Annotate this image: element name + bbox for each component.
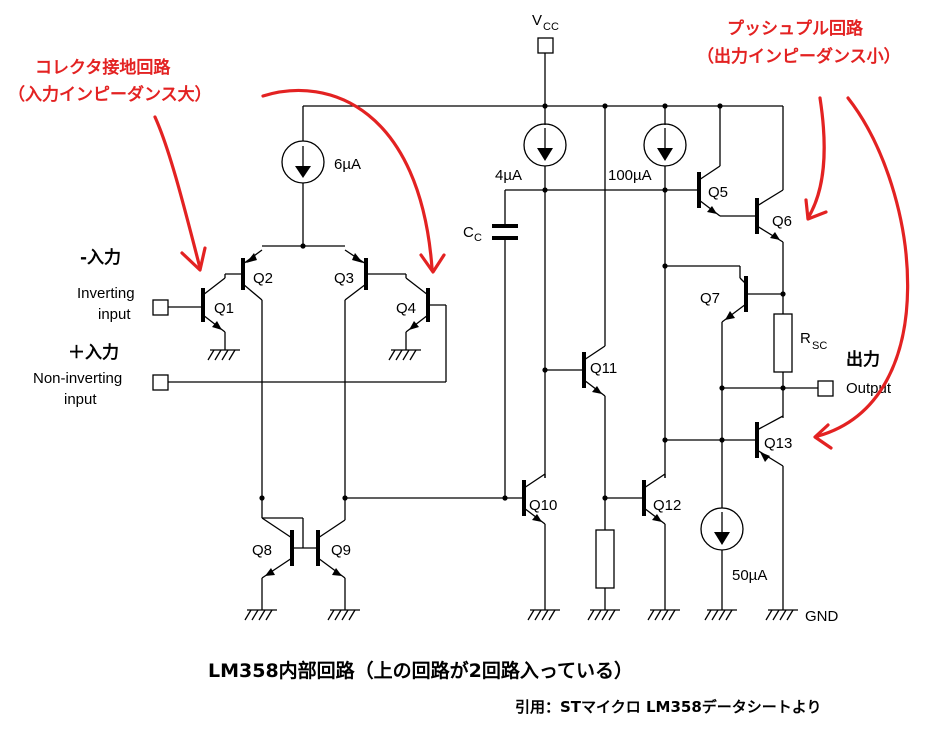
- transistor-q5: Q5: [697, 106, 757, 217]
- ground-q12: [647, 609, 680, 621]
- annotation-collector-title: コレクタ接地回路: [35, 57, 171, 78]
- current-source-100ua: 100µA: [608, 106, 687, 478]
- label-6ua: 6µA: [334, 156, 361, 173]
- transistor-q7: Q7: [662, 263, 786, 508]
- ground-q1: [207, 349, 240, 361]
- ground-q4: [388, 349, 421, 361]
- label-q10: Q10: [529, 497, 557, 514]
- annotation-collector-common: コレクタ接地回路 （入力インピーダンス大）: [8, 57, 446, 274]
- annotation-push-pull: プッシュプル回路 （出力インピーダンス小）: [697, 18, 910, 450]
- diagram-title: LM358内部回路（上の回路が2回路入っている）: [208, 659, 633, 682]
- q2-q3-emitter-node: [262, 243, 345, 249]
- annotation-arrowhead-q1: [180, 246, 207, 272]
- resistor-rsc: R SC: [773, 313, 827, 418]
- vcc-subscript: CC: [543, 21, 559, 33]
- output-jp-label: 出力: [846, 349, 880, 370]
- label-q2: Q2: [253, 270, 273, 287]
- annotation-arrowhead-q4: [419, 253, 446, 274]
- capacitor-cc: C C: [463, 190, 518, 501]
- label-4ua: 4µA: [495, 167, 522, 184]
- inverting-input: -入力 Inverting input: [77, 247, 203, 323]
- vcc-label: V: [532, 12, 542, 29]
- label-q13: Q13: [764, 435, 792, 452]
- label-q11: Q11: [590, 360, 617, 377]
- inverting-input-terminal[interactable]: [152, 299, 169, 316]
- label-q3: Q3: [334, 270, 354, 287]
- output-node: 出力 Output: [719, 349, 892, 397]
- non-inverting-input-jp-label: ＋入力: [68, 342, 119, 363]
- ground-bias-resistor: [587, 609, 620, 621]
- ground-50ua: [704, 609, 737, 621]
- annotation-arrow-to-q13: [816, 96, 910, 438]
- rsc-label: R: [800, 330, 811, 347]
- annotation-pushpull-title: プッシュプル回路: [727, 18, 864, 39]
- non-inverting-input-label-line1: Non-inverting: [33, 370, 122, 387]
- annotation-arrow-to-q1: [153, 115, 202, 270]
- inverting-input-label-line2: input: [98, 306, 131, 323]
- label-q9: Q9: [331, 542, 351, 559]
- mirror-wiring: [259, 495, 505, 549]
- current-source-6ua: 6µA: [281, 106, 361, 246]
- cc-label: C: [463, 224, 474, 241]
- ground-q10: [527, 609, 560, 621]
- cc-subscript: C: [474, 232, 482, 244]
- ground-q13: GND: [765, 608, 839, 625]
- label-q6: Q6: [772, 213, 792, 230]
- transistor-q2: Q2: [225, 249, 273, 498]
- transistor-q4: Q4: [385, 273, 447, 382]
- vcc-terminal: V CC: [532, 12, 559, 54]
- non-inverting-input-terminal[interactable]: [152, 374, 169, 391]
- current-source-4ua: 4µA: [495, 106, 567, 478]
- transistor-q12: Q12: [605, 473, 681, 610]
- transistor-q8: Q8: [252, 517, 294, 610]
- inverting-input-jp-label: -入力: [80, 247, 121, 268]
- rsc-subscript: SC: [812, 340, 827, 352]
- annotation-collector-subtitle: （入力インピーダンス大）: [8, 84, 212, 105]
- annotation-arrow-to-q4: [261, 88, 434, 270]
- transistor-q6: Q6: [755, 106, 792, 314]
- non-inverting-input: ＋入力 Non-inverting input: [33, 342, 446, 408]
- ground-q9: [327, 609, 360, 621]
- annotation-arrowhead-q6: [804, 198, 828, 221]
- resistor-bias: [595, 529, 615, 589]
- transistor-q1: Q1: [201, 274, 234, 350]
- label-q8: Q8: [252, 542, 272, 559]
- label-q12: Q12: [653, 497, 681, 514]
- annotation-pushpull-subtitle: （出力インピーダンス小）: [697, 46, 901, 67]
- label-100ua: 100µA: [608, 167, 652, 184]
- transistor-q11: Q11: [542, 106, 617, 610]
- ground-q8: [244, 609, 277, 621]
- transistor-q13: Q13: [662, 415, 792, 610]
- transistor-q10: Q10: [505, 473, 557, 610]
- q5-base-bus: [505, 187, 699, 193]
- inverting-input-label-line1: Inverting: [77, 285, 135, 302]
- current-source-50ua: 50µA: [700, 507, 767, 610]
- label-q4: Q4: [396, 300, 416, 317]
- transistor-q3: Q3: [334, 249, 385, 498]
- label-50ua: 50µA: [732, 567, 767, 584]
- output-terminal[interactable]: [817, 380, 834, 397]
- label-q1: Q1: [214, 300, 234, 317]
- annotation-arrow-to-q6: [806, 96, 826, 220]
- label-q7: Q7: [700, 290, 720, 307]
- transistor-q9: Q9: [316, 498, 351, 610]
- gnd-label: GND: [805, 608, 839, 625]
- diagram-citation: 引用：STマイクロ LM358データシートより: [515, 698, 821, 716]
- label-q5: Q5: [708, 184, 728, 201]
- annotation-arrowhead-q13: [813, 423, 833, 450]
- non-inverting-input-label-line2: input: [64, 391, 97, 408]
